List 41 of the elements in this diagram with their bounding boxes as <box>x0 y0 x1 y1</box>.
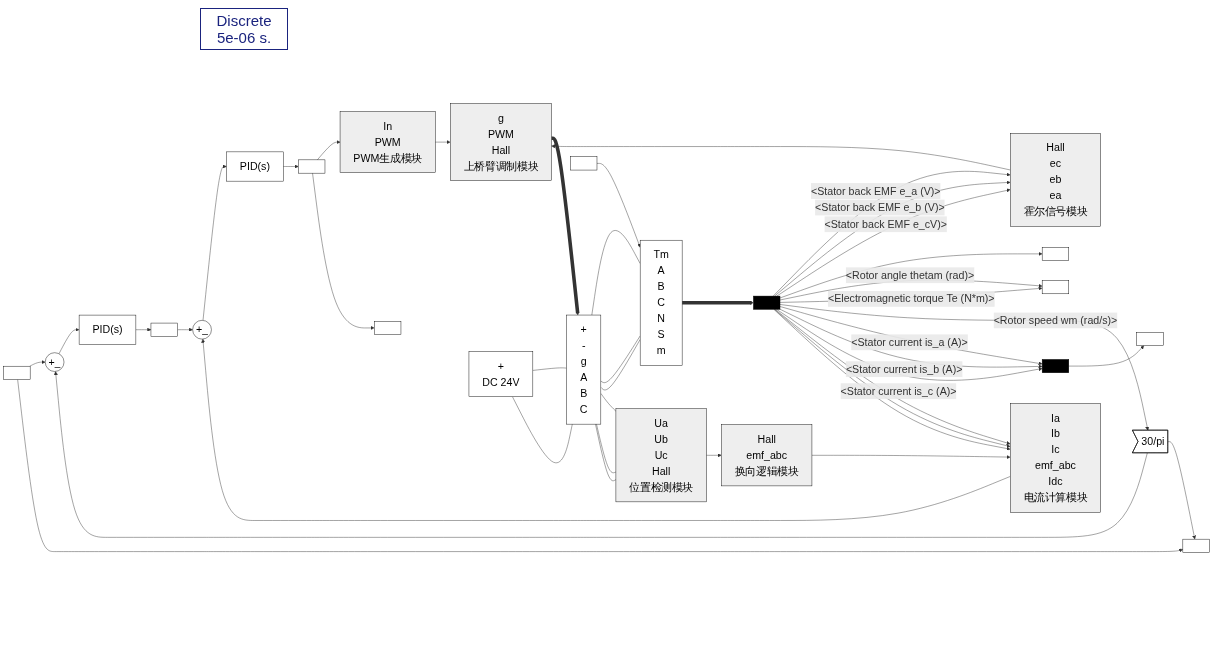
node-box: PID(s) <box>226 151 284 182</box>
node-box <box>1136 332 1164 346</box>
node-box <box>570 156 598 171</box>
solver-block: Discrete 5e-06 s. <box>200 8 288 50</box>
node-box <box>150 322 178 337</box>
connector <box>595 423 617 481</box>
node-box <box>298 159 326 174</box>
edge-label: <Stator current is_a (A)> <box>851 336 968 349</box>
node-box <box>374 321 402 335</box>
node-box <box>1041 280 1069 295</box>
edge-label: <Stator current is_b (A)> <box>845 362 963 375</box>
edge-label: <Stator back EMF e_b (V)> <box>815 201 945 214</box>
node-bar <box>1041 359 1069 373</box>
node-box <box>3 365 31 380</box>
edge-label: <Rotor speed wm (rad/s)> <box>993 314 1118 327</box>
node-box: g PWM Hall 上桥臂调制模块 <box>450 103 552 181</box>
node-bar <box>753 295 781 310</box>
connector <box>532 367 567 371</box>
node-box: Tm A B C N S m <box>639 240 683 366</box>
edge-label: <Stator back EMF e_cV)> <box>824 218 947 231</box>
node-box <box>1182 538 1210 553</box>
edge-label: <Stator back EMF e_a (V)> <box>810 184 941 197</box>
connector <box>600 393 617 412</box>
node-box: PID(s) <box>78 314 137 345</box>
node-circle: +_ <box>45 352 65 372</box>
connector <box>512 396 573 464</box>
node-box: Ia Ib Ic emf_abc Idc 电流计算模块 <box>1010 403 1101 513</box>
arrow <box>550 136 580 316</box>
node-box: + DC 24V <box>468 351 534 397</box>
node-box: Hall emf_abc 换向逻辑模块 <box>721 424 813 487</box>
arrow <box>682 300 754 305</box>
connector <box>596 423 617 473</box>
node-box: + - g A B C <box>566 314 602 425</box>
edge-label: <Electromagnetic torque Te (N*m)> <box>827 292 995 305</box>
edge-label: <Rotor angle thetam (rad)> <box>845 269 975 282</box>
edge-label: <Stator current is_c (A)> <box>840 384 957 397</box>
node-circle: +_ <box>192 320 212 340</box>
node-box: In PWM PWM生成模块 <box>339 111 436 173</box>
node-box: Ua Ub Uc Hall 位置检测模块 <box>615 408 707 503</box>
node-box <box>1041 247 1069 261</box>
node-box: Hall ec eb ea 霍尔信号模块 <box>1010 133 1101 227</box>
